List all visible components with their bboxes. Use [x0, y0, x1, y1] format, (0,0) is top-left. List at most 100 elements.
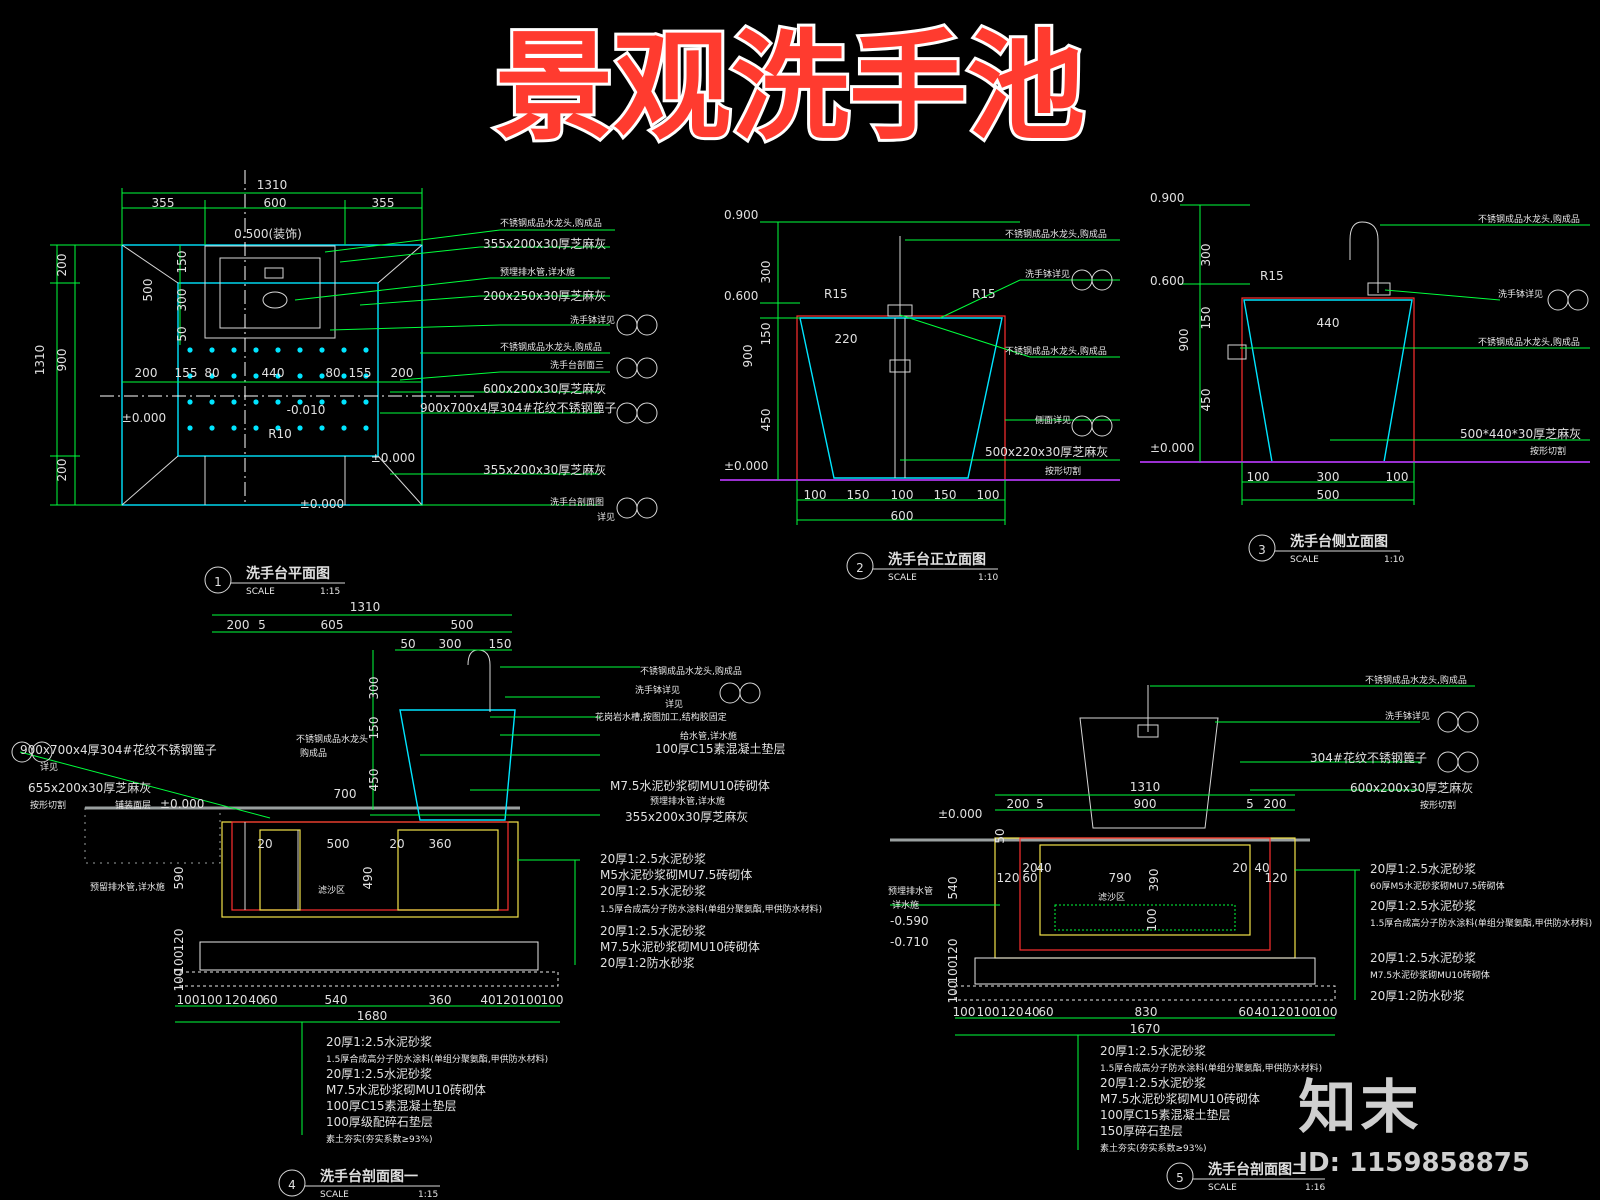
plan-dim-v2: 500: [141, 279, 155, 302]
sec2-rn-0: 不锈钢成品水龙头,购成品: [1365, 674, 1467, 686]
plan-drain: [262, 291, 288, 309]
view-title-3: 3 洗手台侧立面图 SCALE 1:10: [1248, 533, 1404, 565]
plan-radius: R10: [268, 427, 292, 441]
sec2-rn-3: 600x200x30厚芝麻灰: [1350, 780, 1473, 795]
sec1-b-8: 120: [496, 993, 519, 1007]
sec2-v-2: 100: [946, 961, 960, 984]
side-dim-b1: 300: [1317, 470, 1340, 484]
front-dim-v3: 450: [759, 409, 773, 432]
plan-note-4: 洗手钵详见: [570, 314, 615, 326]
sec2-bn-6: 素土夯实(夯实系数≥93%): [1100, 1142, 1207, 1154]
front-dim-v0: 300: [759, 261, 773, 284]
sec1-left-5: 预留排水管,详水施: [90, 881, 165, 893]
sec1-v-1: 150: [367, 717, 381, 740]
plan-note-0: 不锈钢成品水龙头,购成品: [500, 217, 602, 229]
sec1-rn-7: 预埋排水管,详水施: [650, 795, 725, 807]
sec1-bn-6: 素土夯实(夯实系数≥93%): [326, 1133, 433, 1145]
sec1-rn-6: M7.5水泥砂浆砌MU10砖砌体: [610, 778, 770, 793]
sec1-bn-0: 20厚1:2.5水泥砂浆: [326, 1034, 432, 1049]
sec1-bottom-notes: 20厚1:2.5水泥砂浆 1.5厚合成高分子防水涂料(单组分聚氨酯,甲供防水材料…: [326, 1034, 548, 1145]
grate-hole: [209, 399, 215, 405]
view-num-2: 2: [856, 561, 864, 575]
view-num-1: 1: [214, 575, 222, 589]
section-two: 1310 200 5 900 5 200 540 120 100 100 50 …: [888, 674, 1592, 1154]
view-title-2: 2 洗手台正立面图 SCALE 1:10: [846, 551, 998, 583]
side-level-1: 0.600: [1150, 274, 1184, 288]
view-scale-label-2: SCALE: [888, 573, 917, 583]
sec2-bn-1: 1.5厚合成高分子防水涂料(单组分聚氨酯,甲供防水材料): [1100, 1062, 1322, 1074]
sec2-b-8: 120: [1271, 1005, 1294, 1019]
sec2-v-0: 540: [946, 877, 960, 900]
plan-faucet-box: [264, 267, 284, 279]
view-title-text-3: 洗手台侧立面图: [1290, 533, 1388, 550]
sec1-v-0: 300: [367, 677, 381, 700]
sec1-faucet-b: 购成品: [300, 747, 327, 759]
grate-hole: [231, 373, 237, 379]
sec2-b-9: 100: [1294, 1005, 1317, 1019]
grate-hole: [363, 399, 369, 405]
side-dim-b0: 100: [1247, 470, 1270, 484]
sec1-top-3: 605: [321, 618, 344, 632]
sec2-rn-2: 304#花纹不锈钢篦子: [1310, 750, 1427, 765]
grate-hole: [187, 347, 193, 353]
grate-hole: [275, 425, 281, 431]
sec1-right-notes: 不锈钢成品水龙头,购成品 洗手钵详见 详见 花岗岩水槽,按图加工,结构胶固定 给…: [595, 665, 822, 970]
view-scale-4: 1:15: [418, 1190, 438, 1200]
sec1-v-4: 490: [361, 867, 375, 890]
view-title-5: 5 洗手台剖面图二 SCALE 1:16: [1166, 1161, 1325, 1193]
plan-row-4: 80: [325, 366, 340, 380]
side-note-3: 500*440*30厚芝麻灰: [1460, 426, 1581, 441]
sec1-bn-1: 1.5厚合成高分子防水涂料(单组分聚氨酯,甲供防水材料): [326, 1053, 548, 1065]
front-level-2: ±0.000: [724, 459, 768, 473]
sec2-top-1: 200: [1007, 797, 1030, 811]
section-one: 1310 200 5 605 500 50 300 150 700 20 500…: [11, 600, 822, 1145]
grate-hole: [209, 425, 215, 431]
sec2-b-11: 1670: [1130, 1022, 1161, 1036]
sec1-rn-12: 1.5厚合成高分子防水涂料(单组分聚氨酯,甲供防水材料): [600, 903, 822, 915]
plan-level-mid: -0.010: [287, 403, 326, 417]
grate-hole: [253, 373, 259, 379]
sec1-b-11: 1680: [357, 1009, 388, 1023]
sec2-top-4: 5: [1246, 797, 1254, 811]
front-dim-b3: 150: [934, 488, 957, 502]
view-num-3: 3: [1258, 543, 1266, 557]
view-num-4: 4: [288, 1178, 296, 1192]
sec1-b-3: 40: [248, 993, 263, 1007]
view-scale-label-3: SCALE: [1290, 555, 1319, 565]
grate-hole: [341, 399, 347, 405]
view-scale-label-4: SCALE: [320, 1190, 349, 1200]
front-level-0: 0.900: [724, 208, 758, 222]
sec1-rn-13: 20厚1:2.5水泥砂浆: [600, 923, 706, 938]
plan-dim-left: 355: [152, 196, 175, 210]
front-r15-a: R15: [824, 287, 848, 301]
view-scale-3: 1:10: [1384, 555, 1404, 565]
grate-hole: [253, 347, 259, 353]
front-dim-b1: 150: [847, 488, 870, 502]
front-level-1: 0.600: [724, 289, 758, 303]
front-dim-220: 220: [835, 332, 858, 346]
sec1-top-7: 150: [489, 637, 512, 651]
grate-hole: [231, 425, 237, 431]
grate-hole: [209, 373, 215, 379]
sec1-left-0: 900x700x4厚304#花纹不锈钢篦子: [20, 742, 217, 757]
grate-hole: [363, 347, 369, 353]
sec2-bottom-notes: 20厚1:2.5水泥砂浆 1.5厚合成高分子防水涂料(单组分聚氨酯,甲供防水材料…: [1100, 1043, 1322, 1154]
sec2-m-0: 120: [997, 871, 1020, 885]
grate-hole: [275, 373, 281, 379]
front-note-5: 按形切割: [1045, 465, 1081, 477]
sec1-b-7: 40: [480, 993, 495, 1007]
plan-view: 1310 355 600 355 200 900 1310 200 500 15…: [33, 170, 658, 523]
sec1-top-6: 300: [439, 637, 462, 651]
sec2-m-2: 20: [1022, 861, 1037, 875]
sec2-level-1: -0.590: [890, 914, 929, 928]
view-title-text-1: 洗手台平面图: [246, 565, 330, 582]
sec1-left-4: 铺装面层: [115, 799, 151, 811]
sec2-rn-10: M7.5水泥砂浆砌MU10砖砌体: [1370, 969, 1490, 981]
sec1-rn-8: 355x200x30厚芝麻灰: [625, 809, 748, 824]
front-note-1: 洗手钵详见: [1025, 268, 1070, 280]
sec2-mid-dims: 120 60 20 40 790 390 20 40 120 100: [997, 861, 1288, 931]
sec1-rn-14: M7.5水泥砂浆砌MU10砖砌体: [600, 939, 760, 954]
sec1-rn-15: 20厚1:2防水砂浆: [600, 955, 695, 970]
sec1-top-5: 50: [400, 637, 415, 651]
